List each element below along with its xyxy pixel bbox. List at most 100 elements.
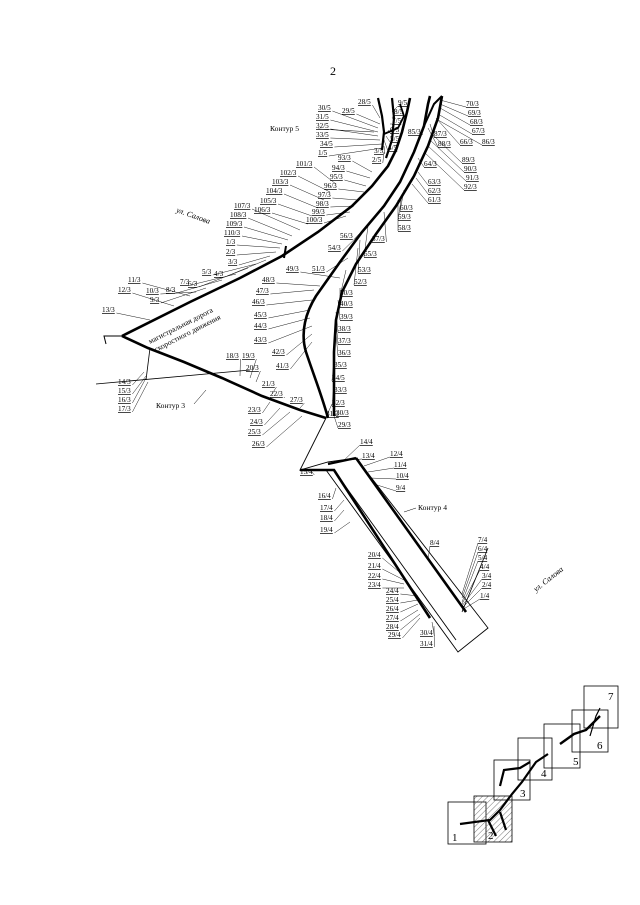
leader-line: [341, 444, 361, 463]
leader-line: [344, 179, 367, 187]
leader-line: [439, 99, 467, 108]
contour4-caption-leader: [403, 507, 417, 513]
leader-line: [367, 467, 395, 473]
leader-line: [132, 371, 145, 386]
leader-line: [313, 166, 337, 185]
point-label: 24/3: [250, 418, 263, 426]
point-label: 20/4: [368, 551, 381, 559]
contour3-left-edge: [121, 97, 412, 338]
point-label: 106/3: [254, 206, 271, 214]
point-label: 5/5: [390, 135, 400, 143]
point-label: 33/5: [316, 131, 329, 139]
point-label: 22/4: [368, 572, 381, 580]
point-label: 28/4: [386, 623, 399, 631]
point-label: 3/3: [228, 258, 238, 266]
west-hook: [103, 335, 122, 345]
point-label: 18/4: [320, 514, 333, 522]
point-label: 104/3: [266, 187, 283, 195]
point-label: 26/4: [386, 605, 399, 613]
point-label: 66/3: [460, 138, 473, 146]
point-label: 6/4: [478, 545, 488, 553]
leader-line: [391, 114, 395, 119]
leader-line: [270, 289, 315, 295]
leader-line: [369, 477, 397, 480]
leader-line: [309, 469, 315, 476]
leader-line: [399, 189, 405, 212]
leader-line: [335, 311, 339, 333]
street-label-east: ул. Салова: [531, 565, 565, 594]
leader-line: [289, 184, 325, 201]
contour5-strip: [376, 97, 386, 151]
leader-line: [326, 257, 349, 273]
leader-line: [353, 247, 359, 286]
point-label: 54/3: [328, 244, 341, 252]
point-label: 34/5: [320, 140, 333, 148]
point-label: 32/3: [332, 399, 345, 407]
leader-line: [176, 279, 223, 294]
point-label: 97/3: [318, 191, 331, 199]
point-label: 23/3: [248, 406, 261, 414]
leader-line: [299, 402, 305, 409]
leader-line: [190, 273, 237, 286]
point-label: 31/5: [316, 113, 329, 121]
leader-line: [255, 370, 261, 383]
leader-line: [415, 177, 429, 195]
point-label: 56/3: [340, 232, 353, 240]
sheet-label-7: 7: [608, 691, 614, 703]
sheet-label-6: 6: [597, 740, 603, 752]
point-label: 22/3: [270, 390, 283, 398]
point-label: 16/3: [118, 396, 131, 404]
point-label: 4/5: [388, 144, 398, 152]
point-label: 10/4: [396, 472, 409, 480]
leader-line: [461, 542, 479, 595]
leader-line: [383, 145, 386, 155]
point-label: 12/3: [118, 286, 131, 294]
leader-line: [326, 211, 351, 216]
point-label: 3/5: [374, 147, 384, 155]
sheet-label-4: 4: [541, 768, 547, 780]
leader-line: [283, 193, 319, 209]
leader-line: [423, 151, 465, 191]
contour3-bottom-edge: [121, 334, 327, 420]
leader-line: [439, 107, 471, 126]
point-label: 9/5: [398, 99, 408, 107]
leader-line: [427, 127, 439, 148]
leader-line: [243, 226, 289, 241]
leader-line: [400, 603, 419, 613]
leader-line: [241, 235, 283, 245]
point-label: 20/3: [246, 364, 259, 372]
point-label: 10/3: [146, 287, 159, 295]
point-label: 48/3: [262, 276, 275, 284]
leader-line: [262, 401, 271, 414]
contour4-crossbar: [327, 456, 357, 466]
leader-line: [461, 598, 481, 611]
point-label: 46/3: [252, 298, 265, 306]
contour3-caption: Контур 3: [156, 401, 185, 410]
point-label: 5/4: [478, 554, 488, 562]
key-road-3: [498, 761, 531, 787]
key-road: [459, 753, 549, 826]
leader-line: [431, 133, 463, 164]
point-label: 21/4: [368, 562, 381, 570]
point-label: 91/3: [466, 174, 479, 182]
point-label: 37/3: [338, 337, 351, 345]
point-label: 2/3: [226, 248, 236, 256]
leader-line: [198, 267, 249, 288]
point-label: 12/4: [390, 450, 403, 458]
sheet-label-2: 2: [488, 830, 494, 842]
leader-line: [333, 409, 337, 417]
point-label: 13/4: [362, 452, 375, 460]
street-label-north: ул. Салова: [174, 205, 211, 226]
leader-line: [266, 299, 313, 306]
point-label: 60/3: [400, 204, 413, 212]
leader-line: [383, 211, 387, 243]
point-label: 101/3: [296, 160, 313, 168]
leader-line: [349, 458, 363, 461]
contour5-strip-b: [384, 97, 396, 159]
point-label: 19/4: [320, 526, 333, 534]
leader-line: [373, 483, 397, 492]
leader-line: [461, 551, 479, 599]
leader-line: [400, 599, 419, 604]
leader-line: [334, 499, 345, 512]
leader-line: [429, 123, 435, 138]
